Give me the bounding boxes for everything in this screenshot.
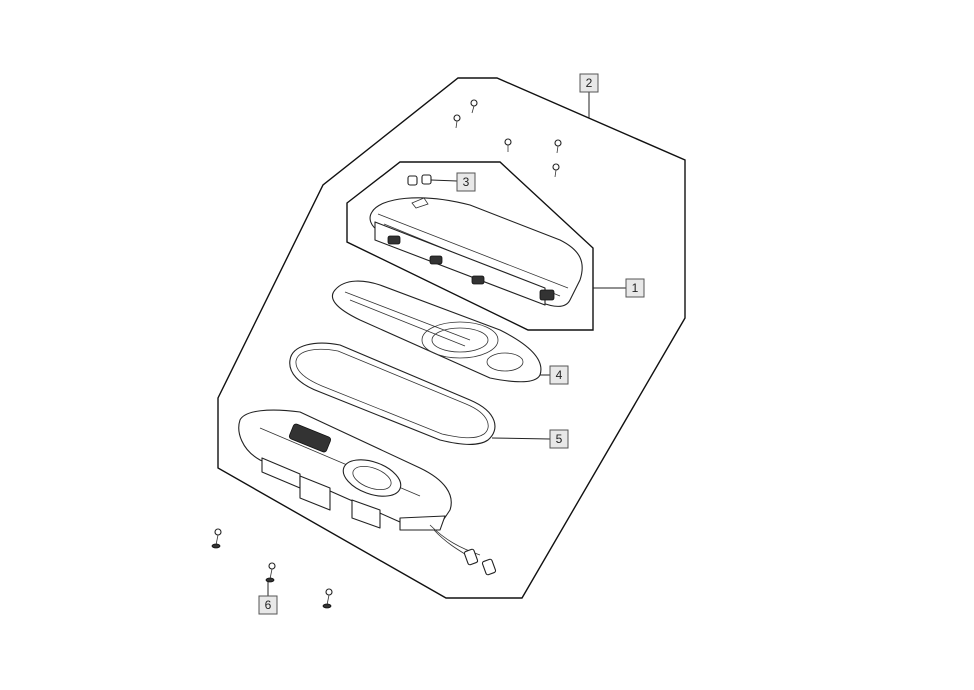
- callout-3-label: 3: [463, 175, 470, 189]
- callout-4-label: 4: [556, 368, 563, 382]
- bottom-screws: [211, 528, 333, 609]
- callout-1[interactable]: 1: [625, 278, 645, 298]
- assembly-2-boundary: [217, 77, 686, 599]
- upper-cover: [369, 197, 583, 307]
- top-screws: [453, 99, 562, 178]
- callout-2[interactable]: 2: [579, 73, 599, 93]
- instrument-housing: [238, 409, 497, 576]
- seal-gasket: [289, 342, 551, 446]
- callout-5[interactable]: 5: [549, 429, 569, 449]
- callout-6-label: 6: [265, 598, 272, 612]
- clips: [407, 174, 458, 186]
- assembly-1-boundary: [346, 161, 594, 331]
- callout-2-label: 2: [586, 76, 593, 90]
- inner-frame: [331, 280, 550, 383]
- callout-6[interactable]: 6: [258, 595, 278, 615]
- callout-1-label: 1: [632, 281, 639, 295]
- callout-3[interactable]: 3: [456, 172, 476, 192]
- callout-4[interactable]: 4: [549, 365, 569, 385]
- callout-5-label: 5: [556, 432, 563, 446]
